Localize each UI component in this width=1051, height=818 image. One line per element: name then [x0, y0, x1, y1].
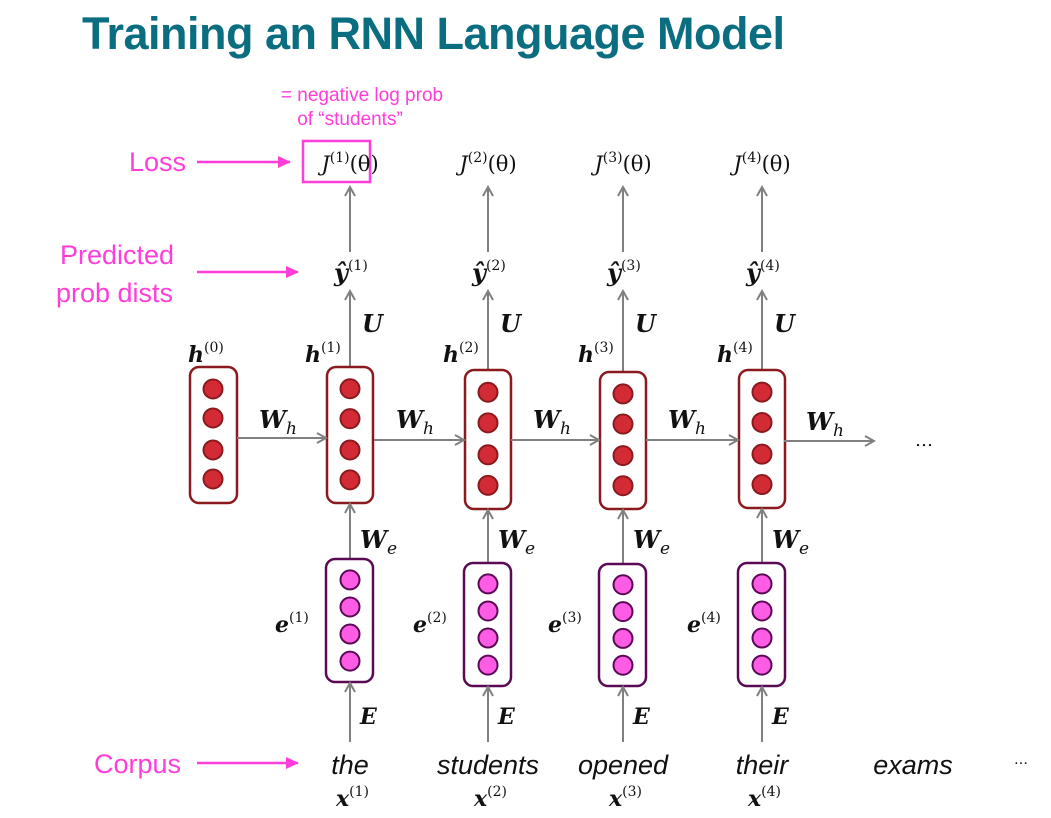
yhat-label-2: ŷ(2): [471, 258, 506, 287]
corpus-label: Corpus: [94, 749, 181, 779]
embedding-matrix-label-3: E: [632, 704, 651, 730]
hidden-neuron-3-2: [612, 413, 634, 435]
embedding-neuron-3-1: [612, 574, 634, 596]
embedding-neuron-3-2: [612, 601, 634, 623]
input-label-1: x(1): [335, 784, 369, 812]
embedding-neuron-2-2: [477, 600, 499, 622]
hidden-neuron-1-4: [339, 469, 361, 491]
recurrent-weight-label-out: Wh: [806, 407, 844, 441]
embed-weight-label-2: We: [498, 525, 535, 559]
embedding-label-4: e(4): [687, 610, 721, 638]
hidden-neuron-2-4: [477, 474, 499, 496]
loss-note-line2: of “students”: [297, 109, 403, 130]
embed-weight-label-1: We: [360, 525, 397, 559]
loss-label-2: J(2)(θ): [455, 150, 516, 176]
embedding-neuron-1-2: [339, 596, 361, 618]
hidden-neuron-1-1: [339, 378, 361, 400]
corpus-word-1: the: [331, 750, 369, 780]
h0-neuron-4: [202, 468, 224, 490]
hidden-neuron-2-3: [477, 444, 499, 466]
h0-neuron-2: [202, 407, 224, 429]
loss-label-1: J(1)(θ): [317, 150, 378, 176]
embedding-label-1: e(1): [275, 610, 309, 638]
embedding-neuron-2-4: [477, 654, 499, 676]
embedding-neuron-1-4: [339, 650, 361, 672]
embedding-label-2: e(2): [413, 610, 447, 638]
h0-neuron-1: [202, 378, 224, 400]
loss-label: Loss: [129, 147, 186, 177]
hidden-label-1: h(1): [305, 340, 341, 368]
predicted-label-line1: Predicted: [60, 240, 174, 270]
yhat-label-3: ŷ(3): [606, 258, 641, 287]
embedding-neuron-1-1: [339, 569, 361, 591]
hidden-neuron-3-4: [612, 475, 634, 497]
hidden-neuron-1-2: [339, 408, 361, 430]
hidden-neuron-4-3: [751, 443, 773, 465]
loss-highlight-box: [301, 139, 372, 184]
hidden-neuron-4-2: [751, 411, 773, 433]
corpus-word-4: their: [736, 750, 790, 780]
embedding-neuron-4-2: [751, 600, 773, 622]
embedding-matrix-label-4: E: [771, 704, 790, 730]
hidden-label-3: h(3): [578, 340, 614, 368]
hidden-neuron-1-3: [339, 439, 361, 461]
embedding-neuron-2-1: [477, 573, 499, 595]
h0-label: h(0): [188, 340, 224, 368]
hidden-label-4: h(4): [717, 340, 753, 368]
embedding-neuron-4-3: [751, 627, 773, 649]
h0-vector-box: [188, 365, 239, 505]
initial-hidden-state: h(0): [188, 340, 239, 505]
loss-label-4: J(4)(θ): [729, 150, 790, 176]
input-label-4: x(4): [747, 784, 781, 812]
embedding-label-3: e(3): [548, 610, 582, 638]
embedding-neuron-3-3: [612, 627, 634, 649]
slide-title: Training an RNN Language Model: [82, 8, 785, 59]
corpus-word-2: students: [437, 750, 539, 780]
hidden-neuron-2-2: [477, 412, 499, 434]
hidden-ellipsis: …: [915, 430, 933, 451]
corpus-word-exams: exams: [873, 750, 953, 780]
output-weight-label-1: U: [362, 309, 385, 338]
recurrent-weight-label-3: Wh: [533, 405, 571, 439]
hidden-neuron-3-3: [612, 445, 634, 467]
recurrent-weight-label-2: Wh: [396, 405, 434, 439]
corpus-word-3: opened: [578, 750, 669, 780]
output-weight-label-3: U: [635, 309, 658, 338]
embedding-neuron-4-1: [751, 573, 773, 595]
output-weight-label-2: U: [500, 309, 523, 338]
recurrent-weight-label-4: Wh: [668, 405, 706, 439]
input-label-3: x(3): [608, 784, 642, 812]
embedding-matrix-label-2: E: [497, 704, 516, 730]
predicted-label-line2: prob dists: [56, 278, 173, 308]
embedding-matrix-label-1: E: [359, 704, 378, 730]
yhat-label-1: ŷ(1): [333, 258, 368, 287]
recurrent-weight-label-1: Wh: [259, 405, 297, 439]
embedding-neuron-2-3: [477, 627, 499, 649]
loss-note-line1: = negative log prob: [281, 85, 443, 106]
embedding-neuron-4-4: [751, 654, 773, 676]
loss-label-3: J(3)(θ): [590, 150, 651, 176]
embedding-neuron-3-4: [612, 654, 634, 676]
embed-weight-label-3: We: [633, 525, 670, 559]
hidden-neuron-3-1: [612, 383, 634, 405]
embed-weight-label-4: We: [772, 525, 809, 559]
input-label-2: x(2): [473, 784, 507, 812]
output-weight-label-4: U: [774, 309, 797, 338]
hidden-neuron-4-1: [751, 381, 773, 403]
yhat-label-4: ŷ(4): [745, 258, 780, 287]
hidden-neuron-4-4: [751, 474, 773, 496]
hidden-neuron-2-1: [477, 381, 499, 403]
embedding-neuron-1-3: [339, 623, 361, 645]
hidden-label-2: h(2): [443, 340, 479, 368]
corpus-ellipsis: …: [1014, 752, 1028, 768]
h0-neuron-3: [202, 439, 224, 461]
